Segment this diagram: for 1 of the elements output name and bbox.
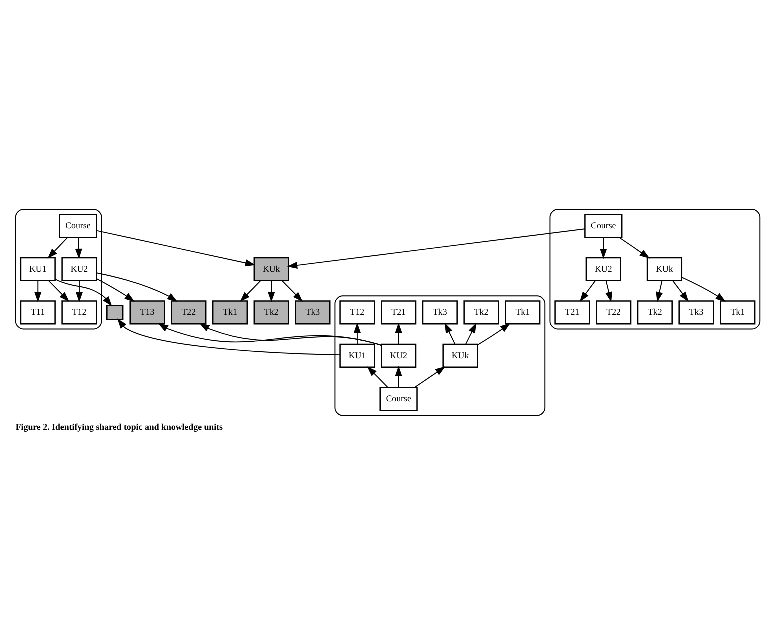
caption: Figure 2. Identifying shared topic and knowledge units [16,421,224,432]
